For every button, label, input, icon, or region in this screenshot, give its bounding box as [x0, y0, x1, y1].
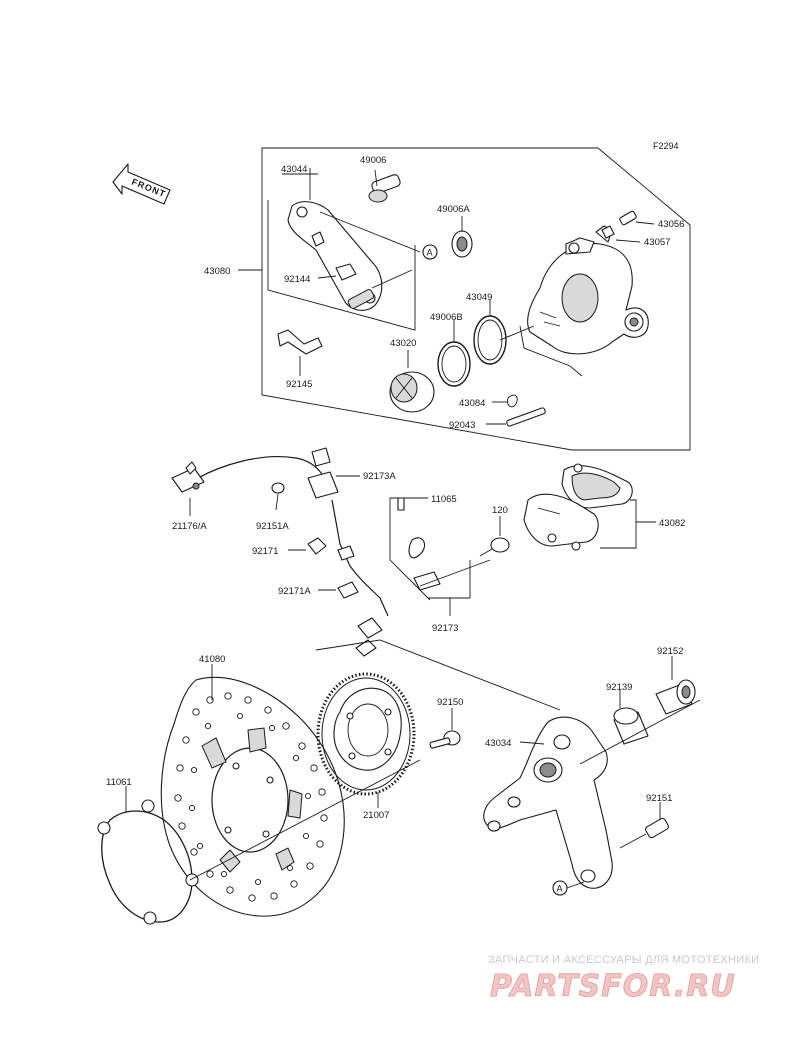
- svg-text:A: A: [557, 884, 563, 894]
- label-92173: 92173: [432, 623, 458, 634]
- caliper-body-part: [527, 225, 649, 355]
- clamp-92173A-part: [307, 447, 360, 499]
- bleed-cap-part: [601, 225, 641, 243]
- sensor-bracket-outline: [389, 497, 441, 601]
- bleed-valve-part: [619, 210, 655, 226]
- label-92171: 92171: [252, 546, 278, 557]
- label-92152: 92152: [657, 646, 683, 657]
- abs-rotor-part: [316, 672, 416, 808]
- caliper-assembly-outline: [261, 147, 691, 451]
- dust-seal-part: [473, 300, 507, 365]
- brake-pads-bracket: [600, 499, 656, 549]
- label-43034: 43034: [485, 738, 511, 749]
- boot-part: [451, 216, 473, 258]
- label-21176A: 21176/A: [172, 521, 207, 532]
- brake-pads-part: [523, 463, 633, 551]
- svg-text:A: A: [427, 248, 433, 258]
- bolt-92151-part: [619, 802, 669, 849]
- label-92043: 92043: [449, 420, 475, 431]
- label-41080: 41080: [199, 654, 225, 665]
- brake-disc-part: [160, 664, 345, 917]
- label-92151A: 92151A: [256, 521, 289, 532]
- caliper-pad-lines: [499, 325, 583, 377]
- watermark: ЗАПЧАСТИ И АКСЕССУАРЫ ДЛЯ МОТОТЕХНИКИ PA…: [488, 954, 759, 1004]
- caliper-holder-part: [483, 716, 613, 889]
- label-43080: 43080: [204, 266, 230, 277]
- bolt-92151A-part: [271, 482, 285, 511]
- label-92171A: 92171A: [278, 586, 311, 597]
- collar-part: [613, 690, 649, 745]
- label-11065: 11065: [431, 494, 457, 505]
- label-49006A: 49006A: [437, 204, 470, 215]
- label-92151: 92151: [646, 793, 672, 804]
- disc-bolt-axis: [189, 759, 421, 881]
- label-120: 120: [492, 505, 508, 516]
- label-92150: 92150: [437, 697, 463, 708]
- ref-mark-a-top: A: [422, 244, 438, 260]
- label-43056: 43056: [658, 219, 684, 230]
- axle-axis-line: [579, 699, 701, 765]
- piston-seal-part: [437, 320, 471, 387]
- label-92139: 92139: [606, 682, 632, 693]
- grommet-92171-part: [288, 537, 327, 555]
- front-arrow-icon: FRONT: [112, 163, 171, 205]
- figure-code: F2294: [653, 141, 679, 151]
- grommet-92171A-part: [318, 581, 359, 599]
- label-92144: 92144: [284, 274, 310, 285]
- assembly-axis-line: [315, 639, 561, 711]
- label-43049: 43049: [466, 292, 492, 303]
- label-43020: 43020: [390, 338, 416, 349]
- slide-pin-part: [368, 169, 401, 203]
- bracket-92173-leader: [419, 559, 491, 616]
- bolt-92150-part: [429, 708, 461, 749]
- bush-part: [655, 656, 696, 715]
- watermark-tagline: ЗАПЧАСТИ И АКСЕССУАРЫ ДЛЯ МОТОТЕХНИКИ: [488, 954, 759, 966]
- label-21007: 21007: [363, 810, 389, 821]
- cable-fittings: [337, 545, 383, 657]
- label-49006B: 49006B: [430, 312, 463, 323]
- bolt-120-part: [479, 516, 510, 557]
- pad-spring-part: [277, 329, 323, 376]
- guide-pins: [319, 211, 421, 309]
- label-11061: 11061: [106, 777, 132, 788]
- label-43057: 43057: [644, 237, 670, 248]
- label-92173A: 92173A: [363, 471, 396, 482]
- label-43044: 43044: [281, 164, 307, 175]
- label-43082: 43082: [659, 518, 685, 529]
- clip-part: [317, 263, 357, 281]
- label-43084: 43084: [459, 398, 485, 409]
- watermark-brand: PARTSFOR.RU: [490, 969, 736, 1004]
- label-49006: 49006: [360, 155, 386, 166]
- piston-part: [389, 350, 435, 413]
- label-92145: 92145: [286, 379, 312, 390]
- pad-pin-part: [486, 394, 546, 427]
- bracket-outline: [267, 168, 416, 331]
- ref-mark-a-bottom: A: [552, 880, 585, 896]
